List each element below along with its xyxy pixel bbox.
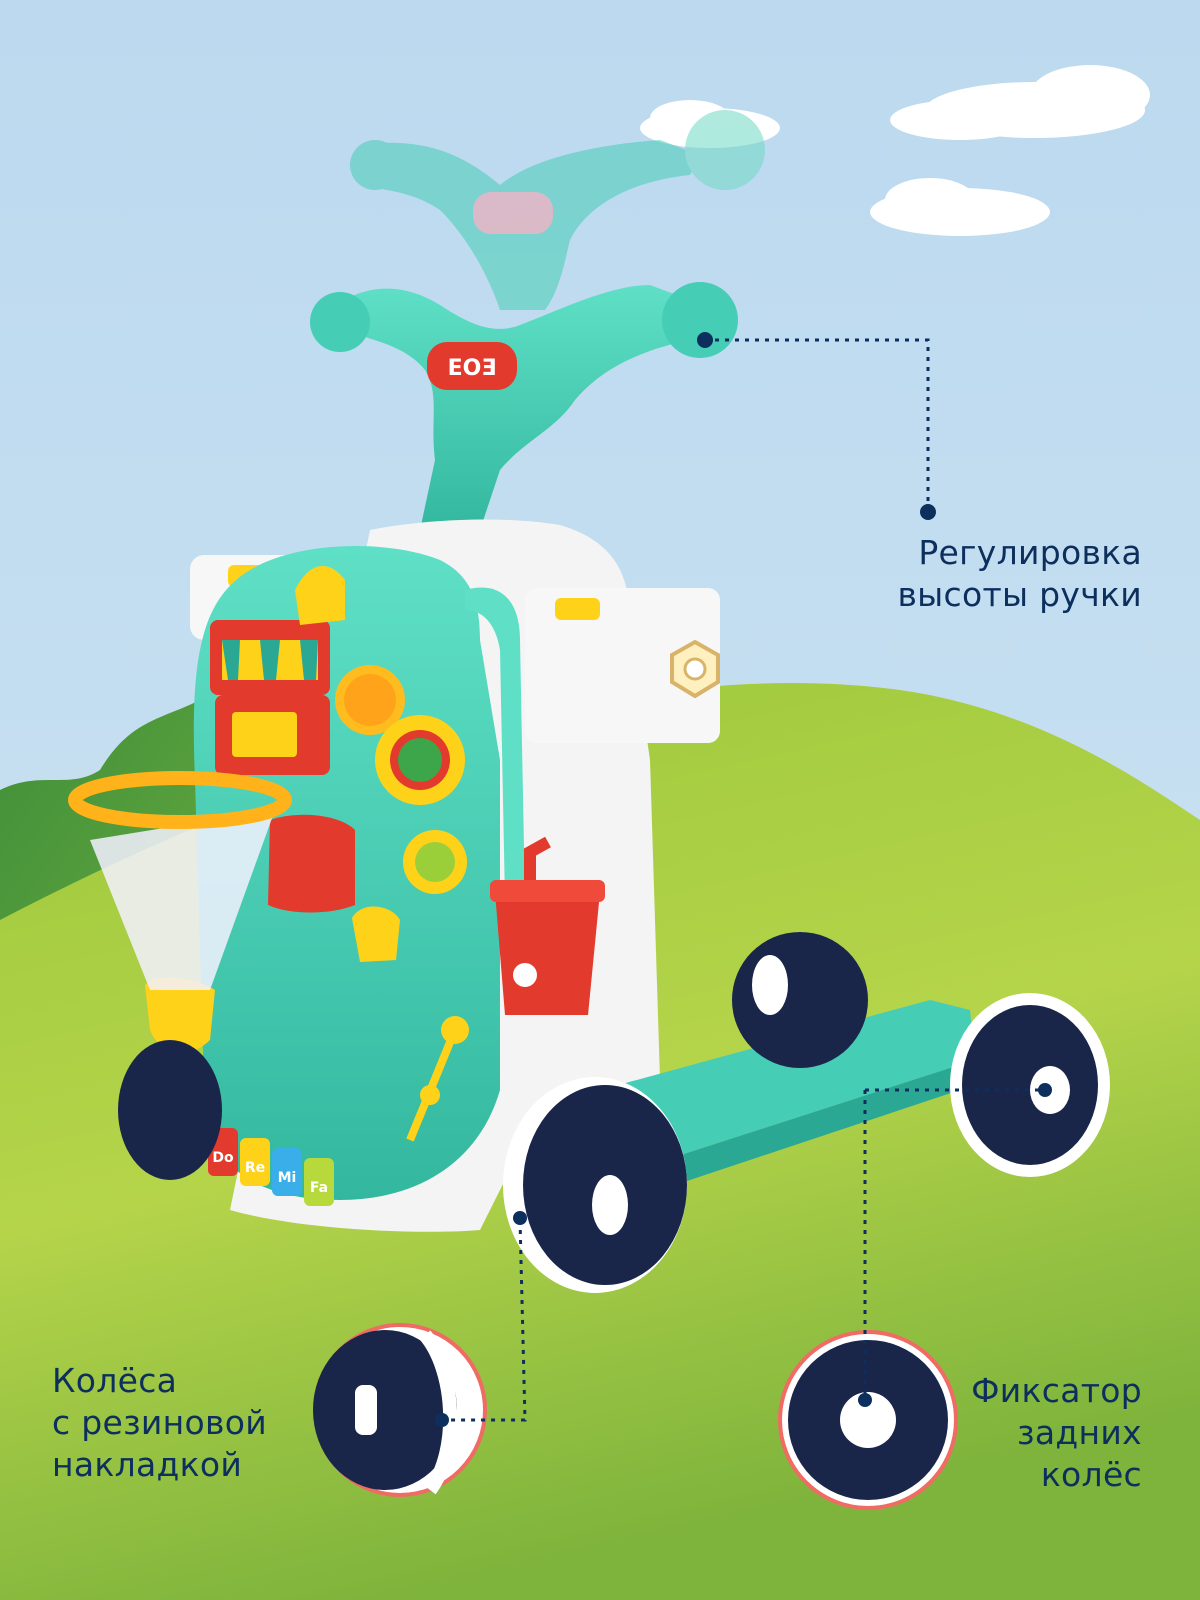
- callout-line: накладкой: [52, 1445, 243, 1484]
- callout-rear-lock: Фиксатор задних колёс: [971, 1370, 1142, 1496]
- front-wheel-left: [118, 1040, 222, 1180]
- handle-raised-ghost: [350, 110, 765, 310]
- piano-key-re[interactable]: [240, 1138, 270, 1186]
- callout-line: Колёса: [52, 1361, 178, 1400]
- front-wheel-right: [503, 1077, 687, 1293]
- callout-rubber-wheels: Колёса с резиновой накладкой: [52, 1360, 267, 1486]
- callout-line: задних: [1017, 1413, 1142, 1452]
- callout-handle-height: Регулировка высоты ручки: [897, 532, 1142, 616]
- rear-wheel-left: [732, 932, 868, 1068]
- piano-key-label: Do: [212, 1150, 234, 1166]
- piano-key-mi[interactable]: [272, 1148, 302, 1196]
- cloud-right: [890, 65, 1150, 140]
- shop-toy: [210, 620, 330, 775]
- side-block: [525, 588, 720, 743]
- callout-dots: [435, 332, 1052, 1427]
- callout-line: Регулировка: [918, 533, 1142, 572]
- cup-icon: [490, 836, 605, 1015]
- handle: EOƎ: [310, 282, 738, 530]
- piano-key-fa[interactable]: [304, 1158, 334, 1206]
- piano-key-label: Mi: [278, 1170, 297, 1186]
- callout-lines: [442, 338, 1045, 1422]
- piano-keys: Do Re Mi Fa: [208, 1128, 334, 1206]
- callout-line: высоты ручки: [897, 575, 1142, 614]
- callout-line: колёс: [1040, 1455, 1142, 1494]
- gear-wheels: [335, 665, 467, 894]
- candy-logo-icon: [427, 342, 517, 390]
- deck: [600, 1000, 975, 1165]
- piano-key-label: Fa: [310, 1180, 328, 1196]
- cloud-small: [870, 178, 1050, 236]
- callout-line: Фиксатор: [971, 1371, 1142, 1410]
- callout-line: с резиновой: [52, 1403, 268, 1442]
- piano-key-label: Re: [245, 1160, 265, 1176]
- svg-text:EOƎ: EOƎ: [448, 356, 497, 381]
- zoom-wheel-lock: [778, 1330, 958, 1510]
- zoom-wheel-rubber: [313, 1323, 487, 1497]
- red-block-toy: [268, 814, 355, 913]
- rear-wheel-right: [950, 993, 1110, 1177]
- basketball-hoop-icon: [68, 771, 292, 990]
